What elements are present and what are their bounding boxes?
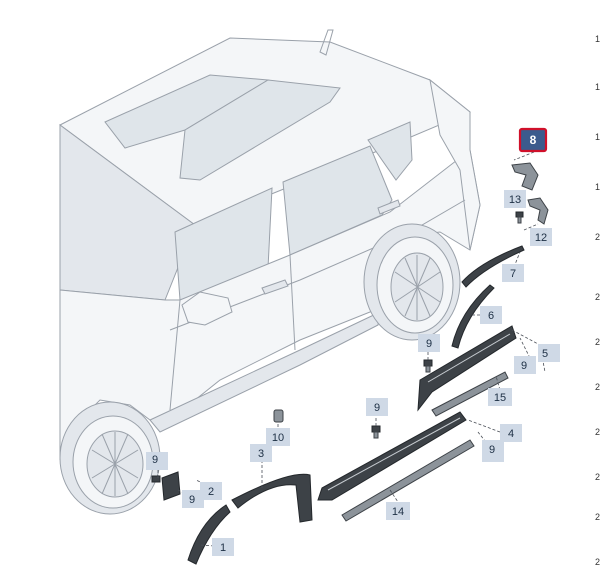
edge-mark: 2 [595,292,600,302]
callout-3-text: 3 [258,448,264,460]
roof-antenna [319,29,334,56]
clip-9-c [151,475,161,483]
callout-14-text: 14 [392,506,404,518]
part-5-highlight [427,333,511,383]
callout-9-c[interactable]: 9 [366,398,388,416]
character-line [169,199,466,331]
callout-8-text: 8 [530,133,537,147]
callout-2[interactable]: 2 [200,482,222,500]
callout-9-b-text: 9 [521,360,527,372]
part-14-shape [341,439,475,522]
part-6-shape [451,284,495,349]
callout-5[interactable]: 5 [538,344,560,362]
callout-12-text: 12 [535,232,547,244]
edge-mark: 2 [595,337,600,347]
edge-mark: 2 [595,557,600,567]
parts [151,162,549,565]
callout-4-text: 4 [508,428,514,440]
sunroof-front [179,79,341,181]
callout-9-f-text: 9 [189,494,195,506]
callout-13[interactable]: 13 [504,190,526,208]
clip-9-a [423,359,433,373]
edge-mark: 2 [595,382,600,392]
part-4-highlight [327,417,461,491]
callout-15[interactable]: 15 [488,388,512,406]
part-5-shape [417,325,517,412]
rear-wheel-spokes [91,432,139,496]
part-15-shape [431,371,509,417]
callout-10-text: 10 [272,432,284,444]
edge-mark: 1 [595,34,600,44]
door-line-rear [169,299,181,411]
clip-9-b [371,425,381,439]
callout-6[interactable]: 6 [480,306,502,324]
callout-4[interactable]: 4 [500,424,522,442]
edge-mark: 2 [595,472,600,482]
callout-9-b[interactable]: 9 [514,356,536,374]
callout-2-text: 2 [208,486,214,498]
callout-6-text: 6 [488,310,494,322]
edge-mark: 1 [595,132,600,142]
edge-mark: 2 [595,232,600,242]
callout-3[interactable]: 3 [250,444,272,462]
callout-13-text: 13 [509,194,521,206]
callout-9-d[interactable]: 9 [482,440,504,462]
front-wheel-spokes [394,255,441,320]
door-line-mid [289,254,296,351]
callout-1[interactable]: 1 [212,538,234,556]
callout-9-a[interactable]: 9 [418,334,440,352]
part-1-shape [187,504,231,565]
callout-14[interactable]: 14 [386,502,410,520]
callout-9-a-text: 9 [426,338,432,350]
side-mirror [181,291,233,326]
callout-7[interactable]: 7 [502,264,524,282]
door-handle-front [377,199,401,215]
part-13-screw [515,211,524,224]
callout-8[interactable]: 8 [518,127,548,153]
part-7-shape [461,245,525,288]
rocker-panel [149,311,381,433]
door-handle-rear [261,279,289,295]
edge-mark: 1 [595,182,600,192]
callouts: 8 13 12 7 6 5 9 9 [146,127,560,556]
callout-9-e[interactable]: 9 [146,452,168,470]
callout-7-text: 7 [510,268,516,280]
clip-10 [273,409,284,423]
callout-15-text: 15 [494,392,506,404]
callout-10[interactable]: 10 [266,428,290,446]
callout-1-text: 1 [220,542,226,554]
callout-9-c-text: 9 [374,402,380,414]
part-2-shape [161,471,181,501]
part-4-shape [317,411,467,501]
callout-5-text: 5 [542,348,548,360]
edge-mark: 1 [595,82,600,92]
callout-9-d-text: 9 [489,444,495,456]
callout-12[interactable]: 12 [530,228,552,246]
edge-list-marks: 1 1 1 1 2 2 2 2 2 2 2 2 [595,34,600,567]
edge-mark: 2 [595,512,600,522]
edge-mark: 2 [595,427,600,437]
callout-9-f[interactable]: 9 [182,490,204,508]
side-window-quarter [367,121,413,181]
car-front [429,78,481,251]
callout-9-e-text: 9 [152,454,158,466]
vehicle-illustration [59,29,481,515]
part-3-shape [231,473,313,523]
part-12-shape [527,197,549,225]
part-8-shape [511,162,539,191]
